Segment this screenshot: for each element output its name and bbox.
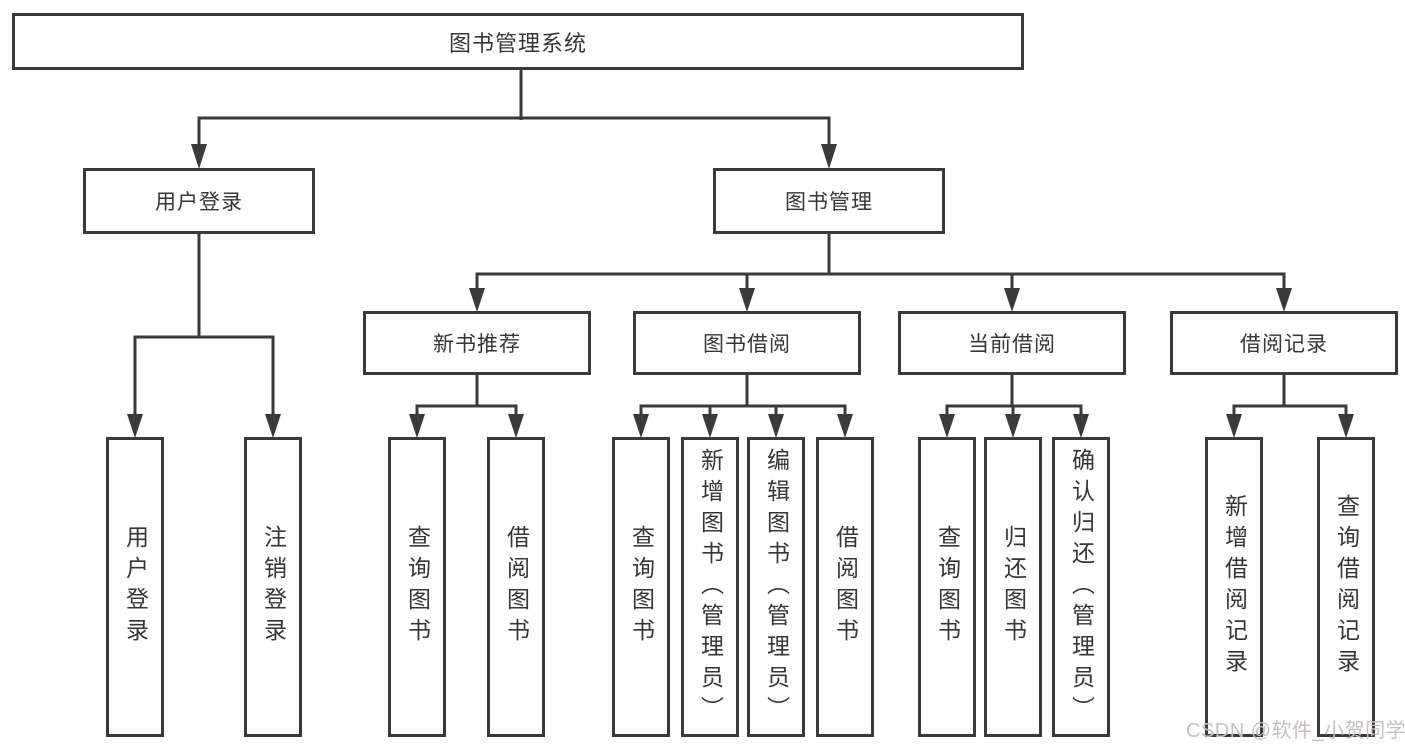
leaf-user-login: 用户登录: [106, 437, 164, 737]
node-borrow-records: 借阅记录: [1170, 311, 1398, 375]
node-book-borrowing: 图书借阅: [633, 311, 861, 375]
tree-edges: [133, 70, 1348, 417]
leaf-add-books-admin: 新增图书（管理员）: [681, 437, 739, 737]
leaf-logout: 注销登录: [244, 437, 302, 737]
leaf-query-books-current: 查询图书: [918, 437, 976, 737]
node-library-management-system: 图书管理系统: [12, 13, 1024, 70]
leaf-query-books-borrowing: 查询图书: [612, 437, 670, 737]
leaf-confirm-return-admin: 确认归还（管理员）: [1052, 437, 1110, 737]
leaf-borrow-books: 借阅图书: [816, 437, 874, 737]
arrowheads: [127, 144, 1354, 438]
node-user-login: 用户登录: [83, 168, 315, 234]
leaf-return-books: 归还图书: [984, 437, 1042, 737]
node-current-borrowing: 当前借阅: [898, 311, 1126, 375]
leaf-add-borrow-record: 新增借阅记录: [1205, 437, 1263, 737]
node-new-book-recommend: 新书推荐: [363, 311, 591, 375]
leaf-borrow-books-recommend: 借阅图书: [487, 437, 545, 737]
node-book-management: 图书管理: [713, 168, 945, 234]
leaf-query-books-recommend: 查询图书: [388, 437, 446, 737]
watermark-text: CSDN @软件_小贺同学: [1186, 720, 1405, 742]
leaf-query-borrow-record: 查询借阅记录: [1317, 437, 1375, 737]
leaf-edit-books-admin: 编辑图书（管理员）: [747, 437, 805, 737]
